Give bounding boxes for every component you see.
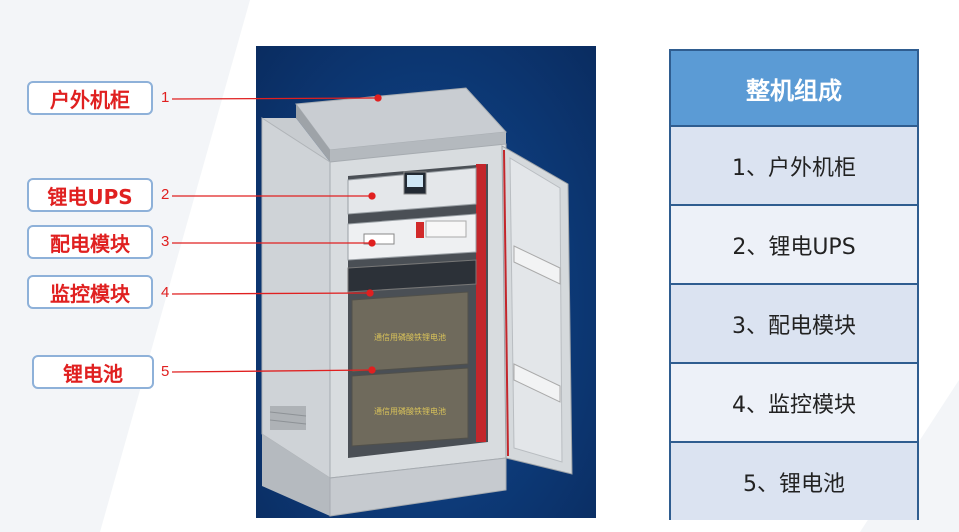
table-row: 5、锂电池 [671, 443, 917, 520]
composition-table: 整机组成 1、户外机柜 2、锂电UPS 3、配电模块 4、监控模块 5、锂电池 [669, 49, 919, 520]
label-number-1: 1 [161, 89, 170, 106]
label-outdoor-cabinet: 户外机柜 [27, 81, 153, 115]
label-lithium-battery: 锂电池 [32, 355, 154, 389]
label-number-3: 3 [161, 233, 170, 250]
label-number-2: 2 [161, 186, 170, 203]
table-row: 3、配电模块 [671, 285, 917, 364]
battery-label-2: 通信用磷酸铁锂电池 [374, 406, 446, 416]
cabinet-illustration: 通信用磷酸铁锂电池 通信用磷酸铁锂电池 [261, 87, 573, 517]
table-row: 1、户外机柜 [671, 127, 917, 206]
label-number-5: 5 [161, 363, 170, 380]
battery-label-1: 通信用磷酸铁锂电池 [374, 332, 446, 342]
cabinet-image: 通信用磷酸铁锂电池 通信用磷酸铁锂电池 [256, 46, 596, 518]
table-header: 整机组成 [671, 51, 917, 127]
label-monitoring-module: 监控模块 [27, 275, 153, 309]
label-number-4: 4 [161, 284, 170, 301]
table-row: 4、监控模块 [671, 364, 917, 443]
label-distribution-module: 配电模块 [27, 225, 153, 259]
table-row: 2、锂电UPS [671, 206, 917, 285]
label-lithium-ups: 锂电UPS [27, 178, 153, 212]
